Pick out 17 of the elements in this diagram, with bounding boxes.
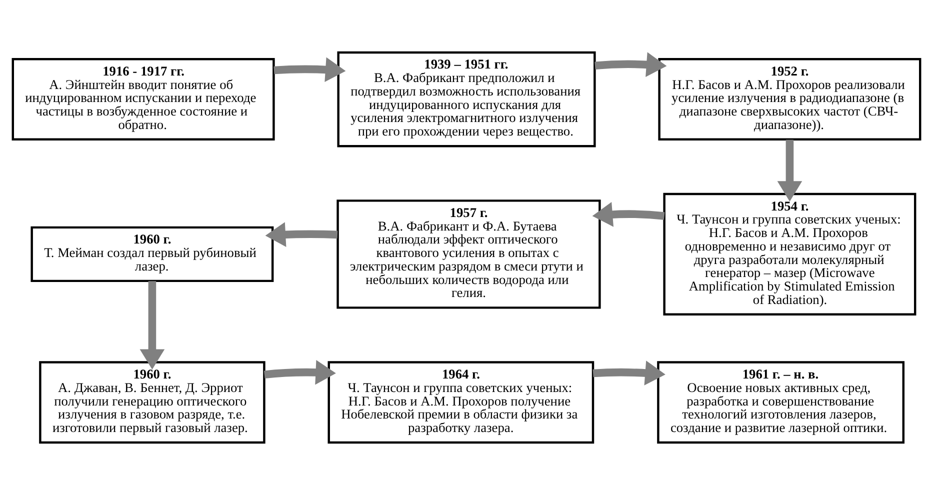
node-box: 1954 г. Ч. Таунсон и группа советских ученых: Н.Г. Басов и А.М. Прохоров одновременно и независимо друг от друга разработали молекулярный генератор – мазер (Microwave Amplification by Stimulated Emission of Radiation). [663, 192, 916, 315]
arrow [777, 139, 802, 201]
node-box: 1964 г. Ч. Таунсон и группа советских ученых: Н.Г. Басов и А.М. Прохоров получение Нобелевской премии в области физики за разработку лазера. [328, 360, 594, 444]
arrow [274, 56, 346, 82]
arrow [264, 359, 336, 384]
node-box: 1939 – 1951 гг. В.А. Фабрикант предположил и подтвердил возможность использования индуцированного испускания для усиления электромагнитного излучения при его прохождении через вещество. [337, 50, 596, 147]
arrow [592, 360, 666, 385]
node-box: 1952 г. Н.Г. Басов и А.М. Прохоров реализовали усиление излучения в радиодиапазоне (в диапазоне сверхвысоких частот (СВЧ-диапазоне)). [658, 58, 922, 140]
node-box: 1961 г. – н. в. Освоение новых активных сред, разработка и совершенствование технологий изготовления лазеров, создание и развитие лазерной оптики. [657, 360, 904, 444]
node-box: 1957 г. В.А. Фабрикант и Ф.А. Бутаева наблюдали эффект оптического квантового усиления в опытах с электрическим разрядом в смеси ртути и небольших количеств водорода или гелия. [336, 199, 601, 308]
arrow [140, 280, 165, 370]
arrow [594, 52, 667, 76]
arrow [592, 202, 665, 226]
arrow [265, 222, 338, 246]
node-box: 1916 - 1917 гг. А. Эйнштейн вводит понятие об индуцированном испускании и переходе частицы в возбужденное состояние и обратно. [12, 58, 275, 140]
node-box: 1960 г. Т. Мейман создал первый рубиновый лазер. [30, 226, 274, 282]
node-box: 1960 г. А. Джаван, В. Беннет, Д. Эрриот получили генерацию оптического излучения в газовом разряде, т.е. изготовили первый газовый лазер. [39, 360, 266, 444]
